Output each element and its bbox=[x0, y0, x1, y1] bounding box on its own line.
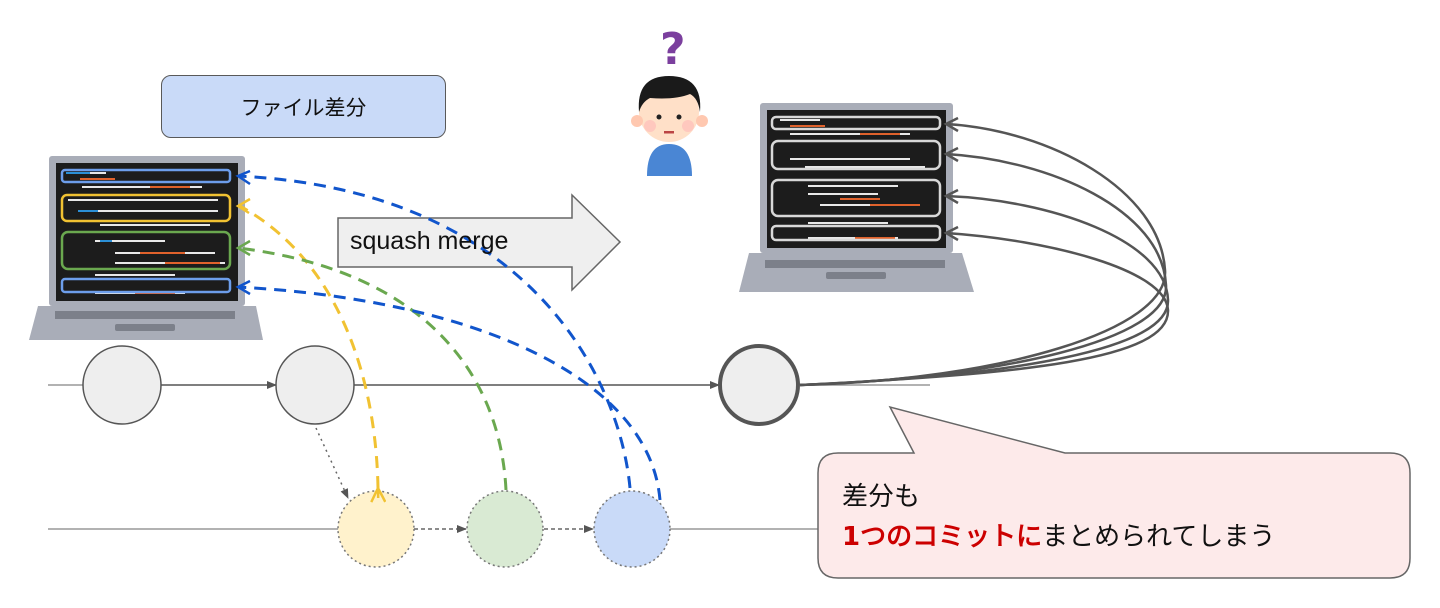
highlight-blue-1 bbox=[60, 168, 232, 184]
squash-diff-arrows bbox=[799, 116, 1170, 387]
callout-line-1: 差分も bbox=[842, 482, 921, 512]
squash-merge-arrow bbox=[337, 193, 622, 292]
confused-person-icon: ? bbox=[631, 24, 708, 176]
callout-highlight: 1つのコミットに bbox=[842, 522, 1043, 552]
diff-arrows bbox=[237, 174, 662, 500]
feature-commit-blue[interactable] bbox=[593, 490, 671, 568]
diff-arrowheads bbox=[235, 169, 251, 296]
feature-branch bbox=[48, 427, 820, 533]
highlight-blue-2 bbox=[60, 277, 232, 294]
question-mark-icon: ? bbox=[660, 24, 686, 75]
right-laptop-icon bbox=[739, 103, 974, 292]
callout-rest: まとめられてしまう bbox=[1042, 522, 1276, 552]
left-laptop-icon bbox=[29, 156, 263, 340]
squash-commit[interactable] bbox=[718, 344, 800, 426]
feature-commit-green[interactable] bbox=[466, 490, 544, 568]
commit-1[interactable] bbox=[82, 345, 162, 425]
highlight-yellow bbox=[60, 193, 232, 223]
highlight-green bbox=[60, 230, 232, 271]
callout-bubble bbox=[817, 405, 1411, 579]
callout-line-2: 1つのコミットにまとめられてしまう bbox=[842, 517, 1275, 557]
feature-commit-yellow[interactable] bbox=[337, 490, 415, 568]
file-diff-label-text: ファイル差分 bbox=[240, 95, 367, 120]
callout-text: 差分も 1つのコミットにまとめられてしまう bbox=[842, 477, 1275, 557]
squash-merge-label: squash merge bbox=[350, 227, 509, 255]
file-diff-label: ファイル差分 bbox=[161, 75, 446, 138]
commit-2[interactable] bbox=[275, 345, 355, 425]
